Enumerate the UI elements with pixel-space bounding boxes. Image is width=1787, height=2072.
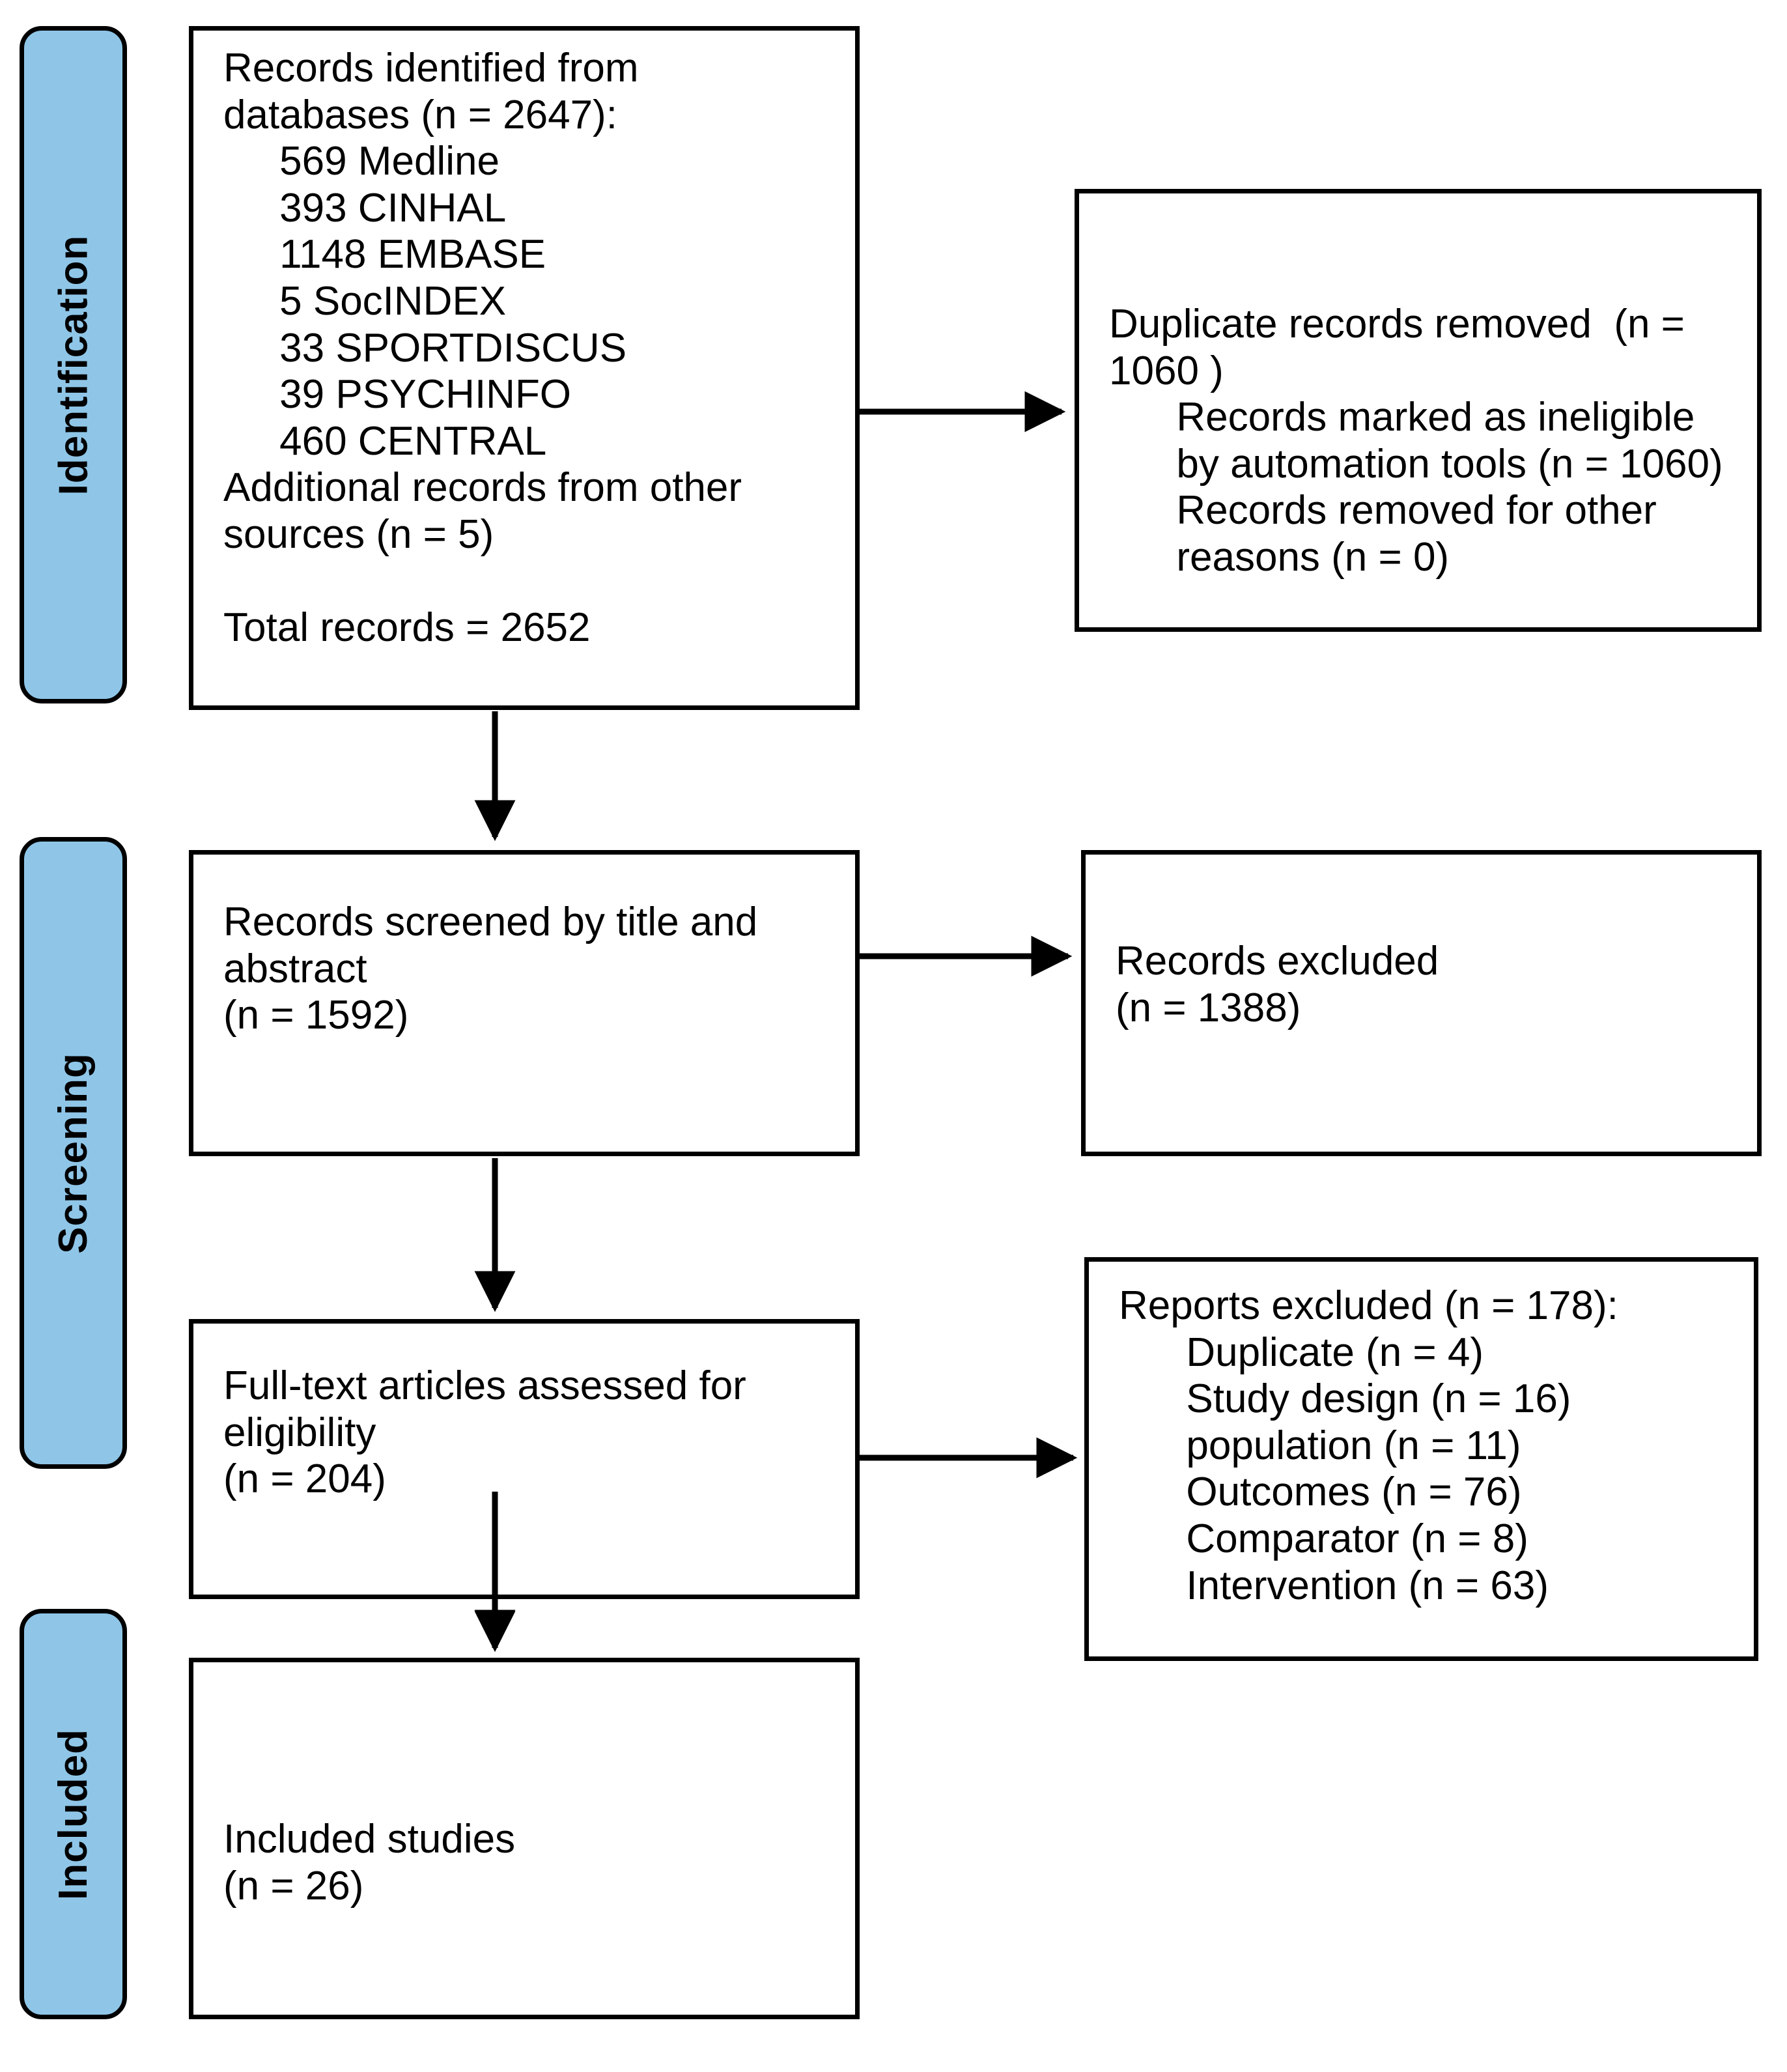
box-records-identified-text: Records identified from databases (n = 2… [223, 46, 742, 651]
stage-label-included-text: Included [51, 1728, 96, 1900]
stage-label-identification-text: Identification [51, 234, 96, 495]
box-records-excluded-text: Records excluded (n = 1388) [1116, 939, 1439, 1030]
box-records-screened-text: Records screened by title and abstract (… [223, 900, 758, 1038]
box-included-studies: Included studies (n = 26) [189, 1658, 860, 2019]
stage-label-screening: Screening [20, 837, 127, 1469]
box-records-excluded: Records excluded (n = 1388) [1081, 850, 1762, 1156]
box-full-text-assessed: Full-text articles assessed for eligibil… [189, 1319, 860, 1599]
box-duplicate-records-removed-text: Duplicate records removed (n = 1060 ) Re… [1109, 302, 1723, 580]
box-full-text-assessed-text: Full-text articles assessed for eligibil… [223, 1363, 746, 1502]
box-reports-excluded: Reports excluded (n = 178): Duplicate (n… [1084, 1257, 1758, 1661]
box-included-studies-text: Included studies (n = 26) [223, 1817, 516, 1909]
box-records-screened: Records screened by title and abstract (… [189, 850, 860, 1156]
stage-label-included: Included [20, 1609, 127, 2019]
stage-label-screening-text: Screening [51, 1052, 96, 1254]
box-reports-excluded-text: Reports excluded (n = 178): Duplicate (n… [1119, 1283, 1618, 1608]
box-duplicate-records-removed: Duplicate records removed (n = 1060 ) Re… [1075, 189, 1762, 632]
box-records-identified: Records identified from databases (n = 2… [189, 26, 860, 710]
stage-label-identification: Identification [20, 26, 127, 703]
